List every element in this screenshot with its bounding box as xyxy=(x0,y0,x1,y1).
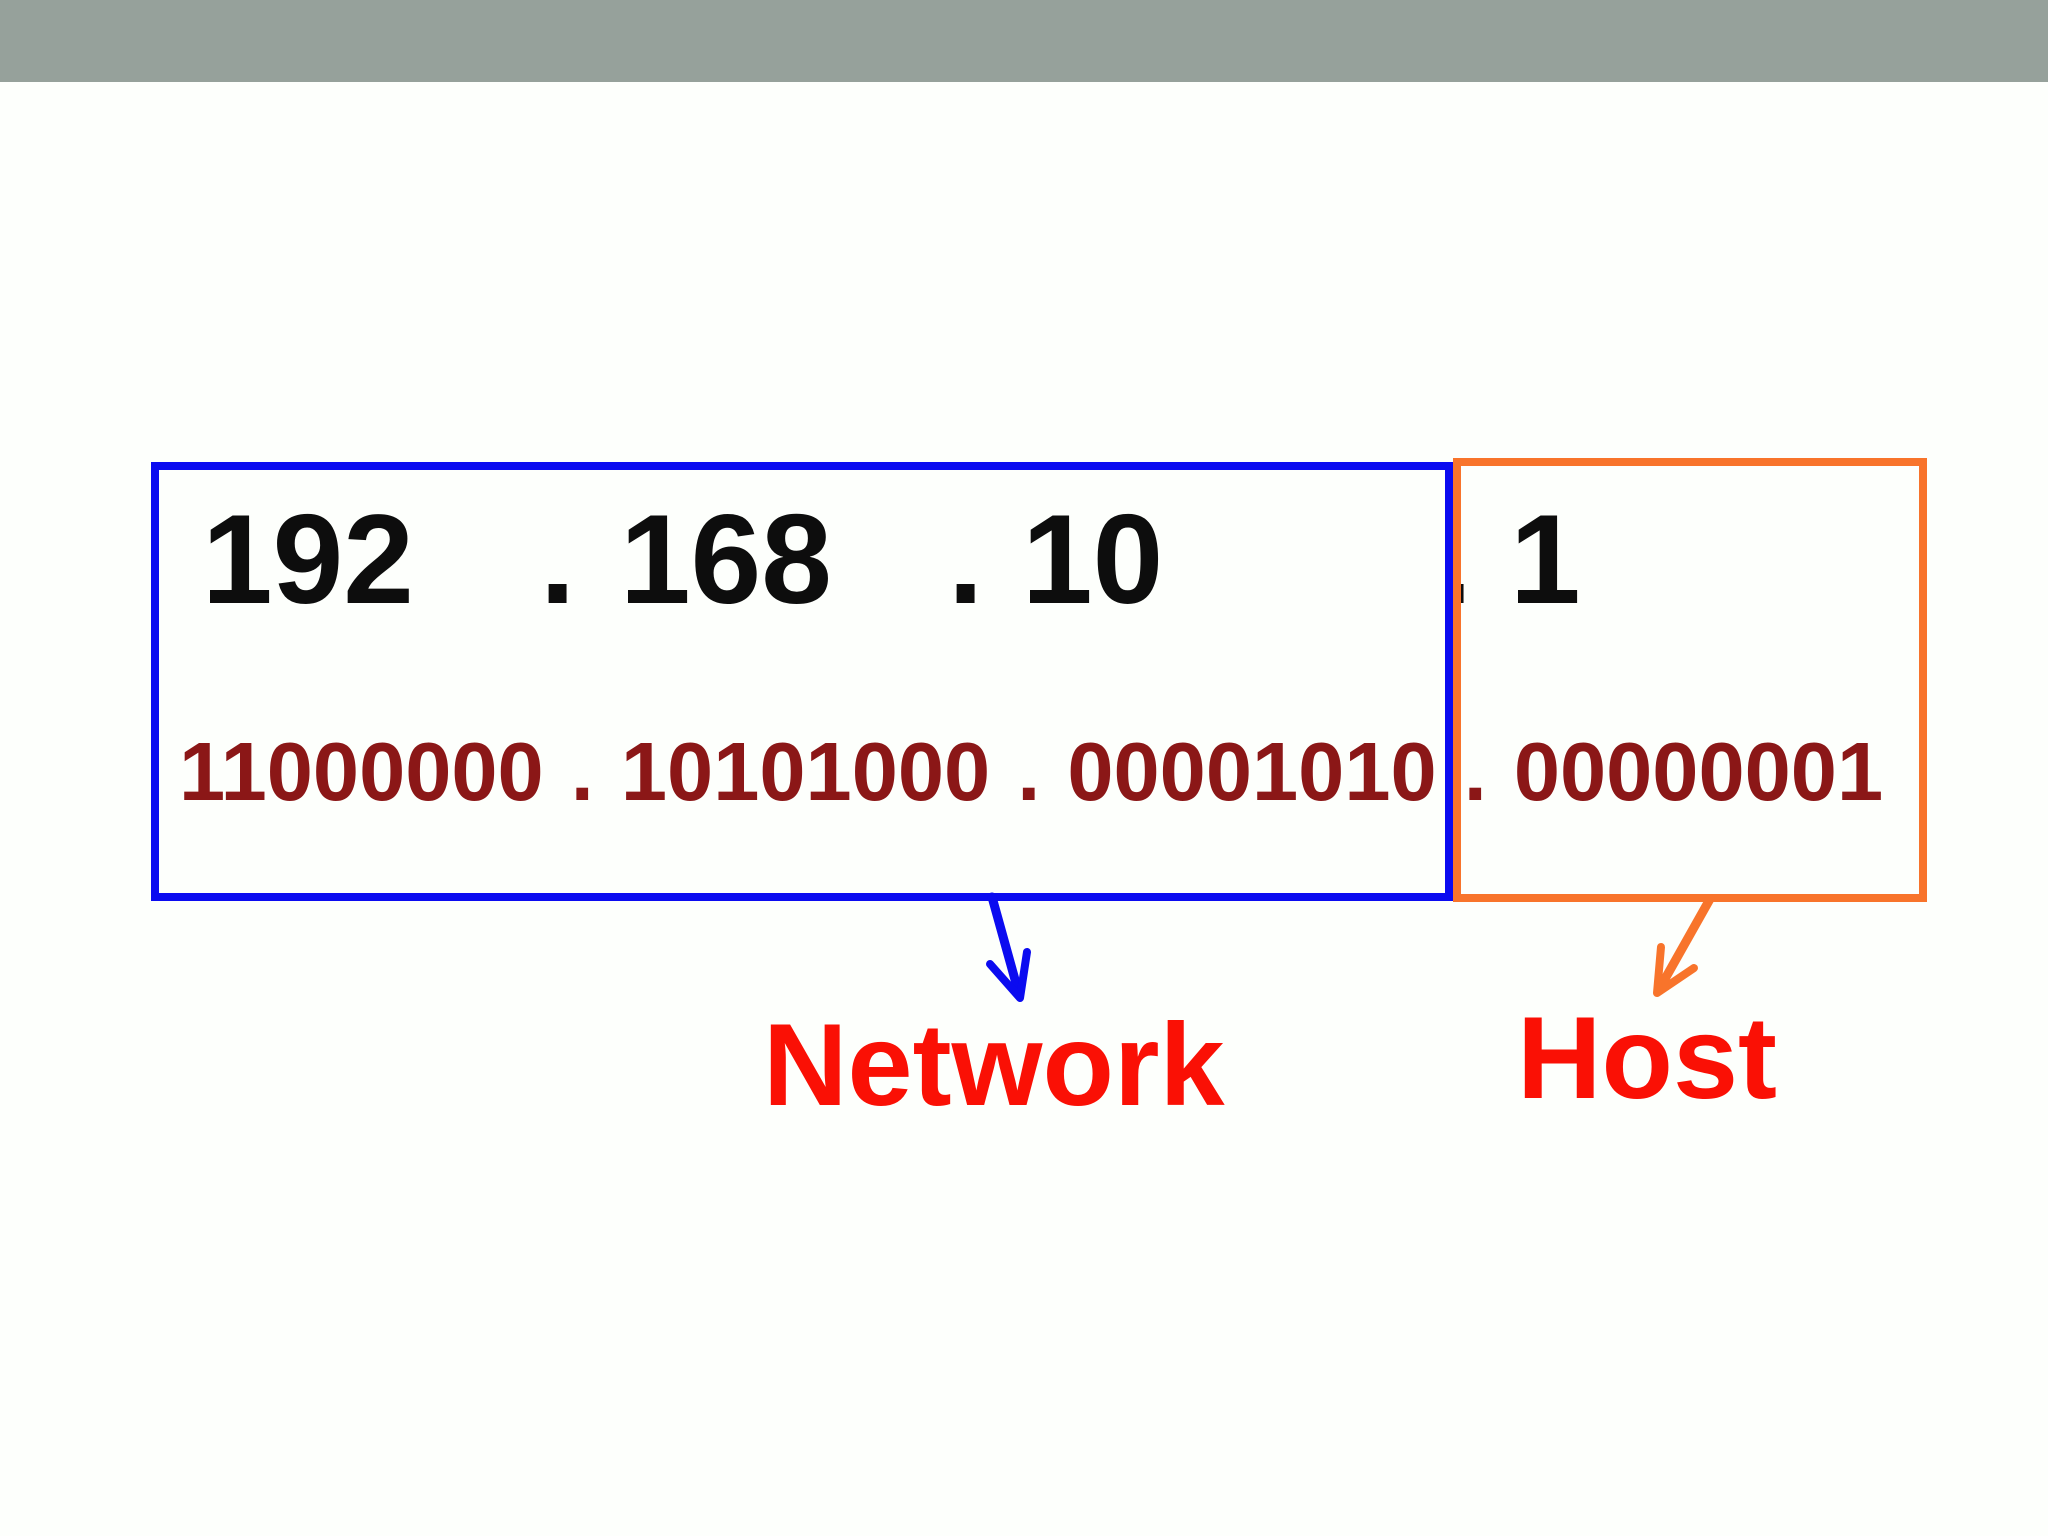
decimal-octet-1: 192 xyxy=(202,488,414,630)
host-arrow xyxy=(1653,894,1715,997)
decimal-octet-2: 168 xyxy=(620,488,832,630)
host-label: Host xyxy=(1517,992,1777,1123)
binary-row: 11000000 . 10101000 . 00001010 . 0000000… xyxy=(179,725,1884,818)
decimal-separator-1: . xyxy=(540,488,576,630)
network-box-outline xyxy=(151,462,1453,901)
decimal-octet-4: 1 xyxy=(1510,488,1581,630)
decimal-octet-3: 10 xyxy=(1022,488,1164,630)
decimal-separator-2: . xyxy=(948,488,984,630)
top-accent-bar xyxy=(0,0,2048,82)
network-arrow xyxy=(986,892,1031,1002)
network-label: Network xyxy=(763,999,1225,1130)
